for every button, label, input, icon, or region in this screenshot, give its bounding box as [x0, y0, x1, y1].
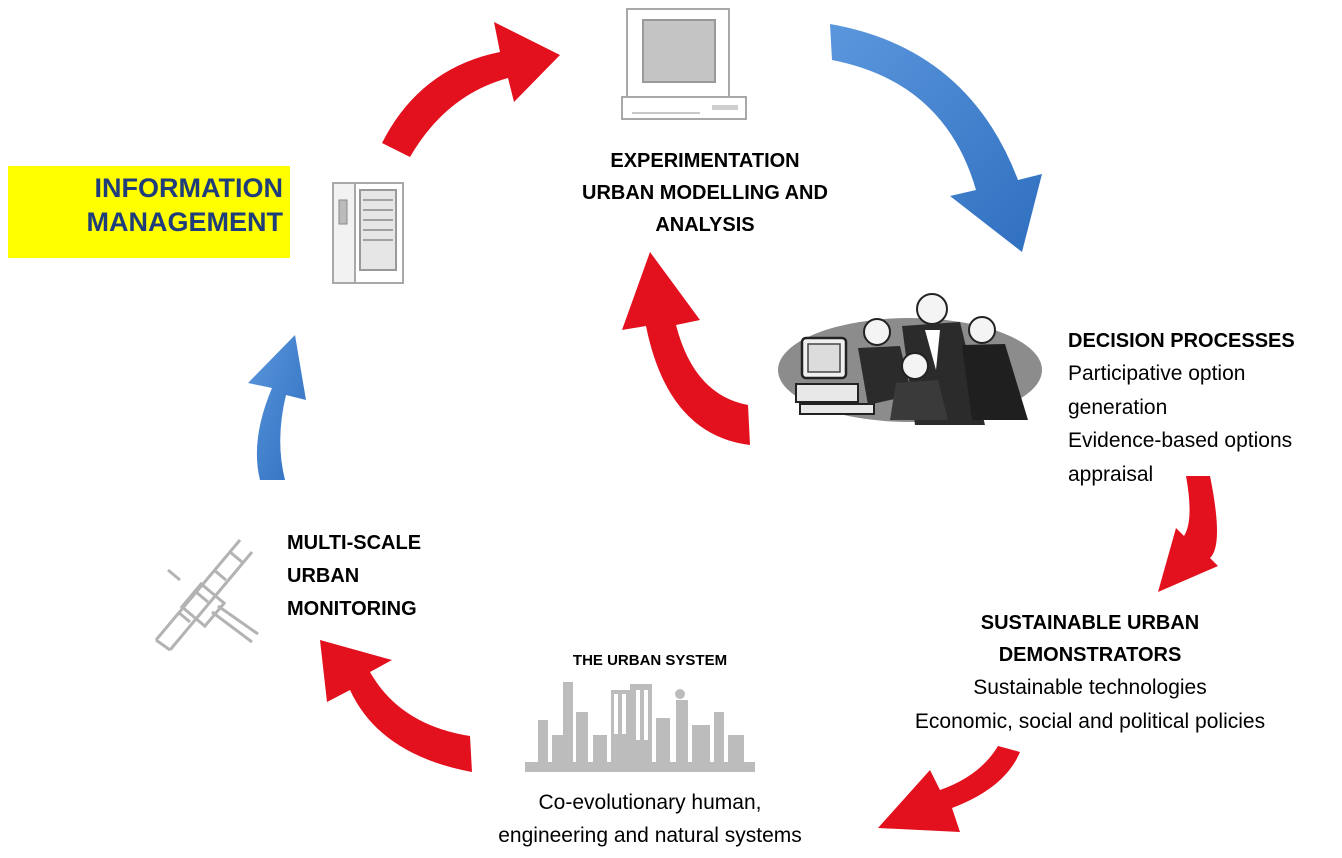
label-line: engineering and natural systems — [498, 823, 802, 847]
label-line: URBAN MODELLING AND — [582, 182, 828, 204]
label-line: Participative option — [1068, 362, 1246, 385]
urban-system-title: THE URBAN SYSTEM — [572, 652, 728, 669]
experimentation-label: EXPERIMENTATION URBAN MODELLING AND ANAL… — [540, 145, 870, 241]
sustainable-demonstrators-label: SUSTAINABLE URBAN DEMONSTRATORS Sustaina… — [860, 607, 1320, 738]
label-line: ANALYSIS — [655, 214, 755, 236]
arrow-monitoring-to-server — [248, 335, 306, 480]
label-line: MULTI-SCALE — [287, 532, 422, 554]
sustainable-title: DEMONSTRATORS — [998, 644, 1182, 666]
city-skyline-icon — [525, 682, 755, 772]
arrow-decision-to-experimentation — [622, 252, 750, 445]
decision-title: DECISION PROCESSES — [1068, 330, 1295, 352]
label-line: appraisal — [1068, 462, 1154, 486]
monitoring-label: MULTI-SCALE URBAN MONITORING — [287, 527, 507, 626]
urban-system-description: Co-evolutionary human, engineering and n… — [440, 787, 860, 852]
arrow-sustainable-to-urban — [878, 746, 1020, 832]
sustainable-title: SUSTAINABLE URBAN — [980, 612, 1200, 634]
server-cabinet-icon — [332, 182, 404, 284]
information-management-label: INFORMATION MANAGEMENT — [8, 172, 284, 240]
decision-processes-label: DECISION PROCESSES Participative option … — [1068, 325, 1342, 491]
information-management-highlight — [8, 166, 290, 258]
arrow-server-to-computer — [382, 22, 560, 157]
label-line: Sustainable technologies — [973, 676, 1207, 699]
label-line: Co-evolutionary human, — [538, 791, 762, 814]
people-at-computer-icon — [778, 293, 1042, 425]
label-line: Economic, social and political policies — [914, 709, 1266, 733]
label-line: EXPERIMENTATION — [610, 150, 800, 172]
desktop-computer-icon — [621, 8, 747, 120]
label-line: generation — [1068, 395, 1168, 419]
label-line: URBAN — [287, 565, 360, 587]
label-line: INFORMATION — [94, 173, 283, 203]
satellite-icon — [154, 539, 259, 652]
arrow-decision-to-sustainable — [1158, 476, 1218, 592]
label-line: MONITORING — [287, 598, 417, 620]
label-line: Evidence-based options — [1068, 429, 1293, 453]
arrow-computer-to-decision — [830, 24, 1042, 252]
label-line: MANAGEMENT — [86, 206, 284, 237]
arrow-urban-to-monitoring — [320, 640, 472, 772]
